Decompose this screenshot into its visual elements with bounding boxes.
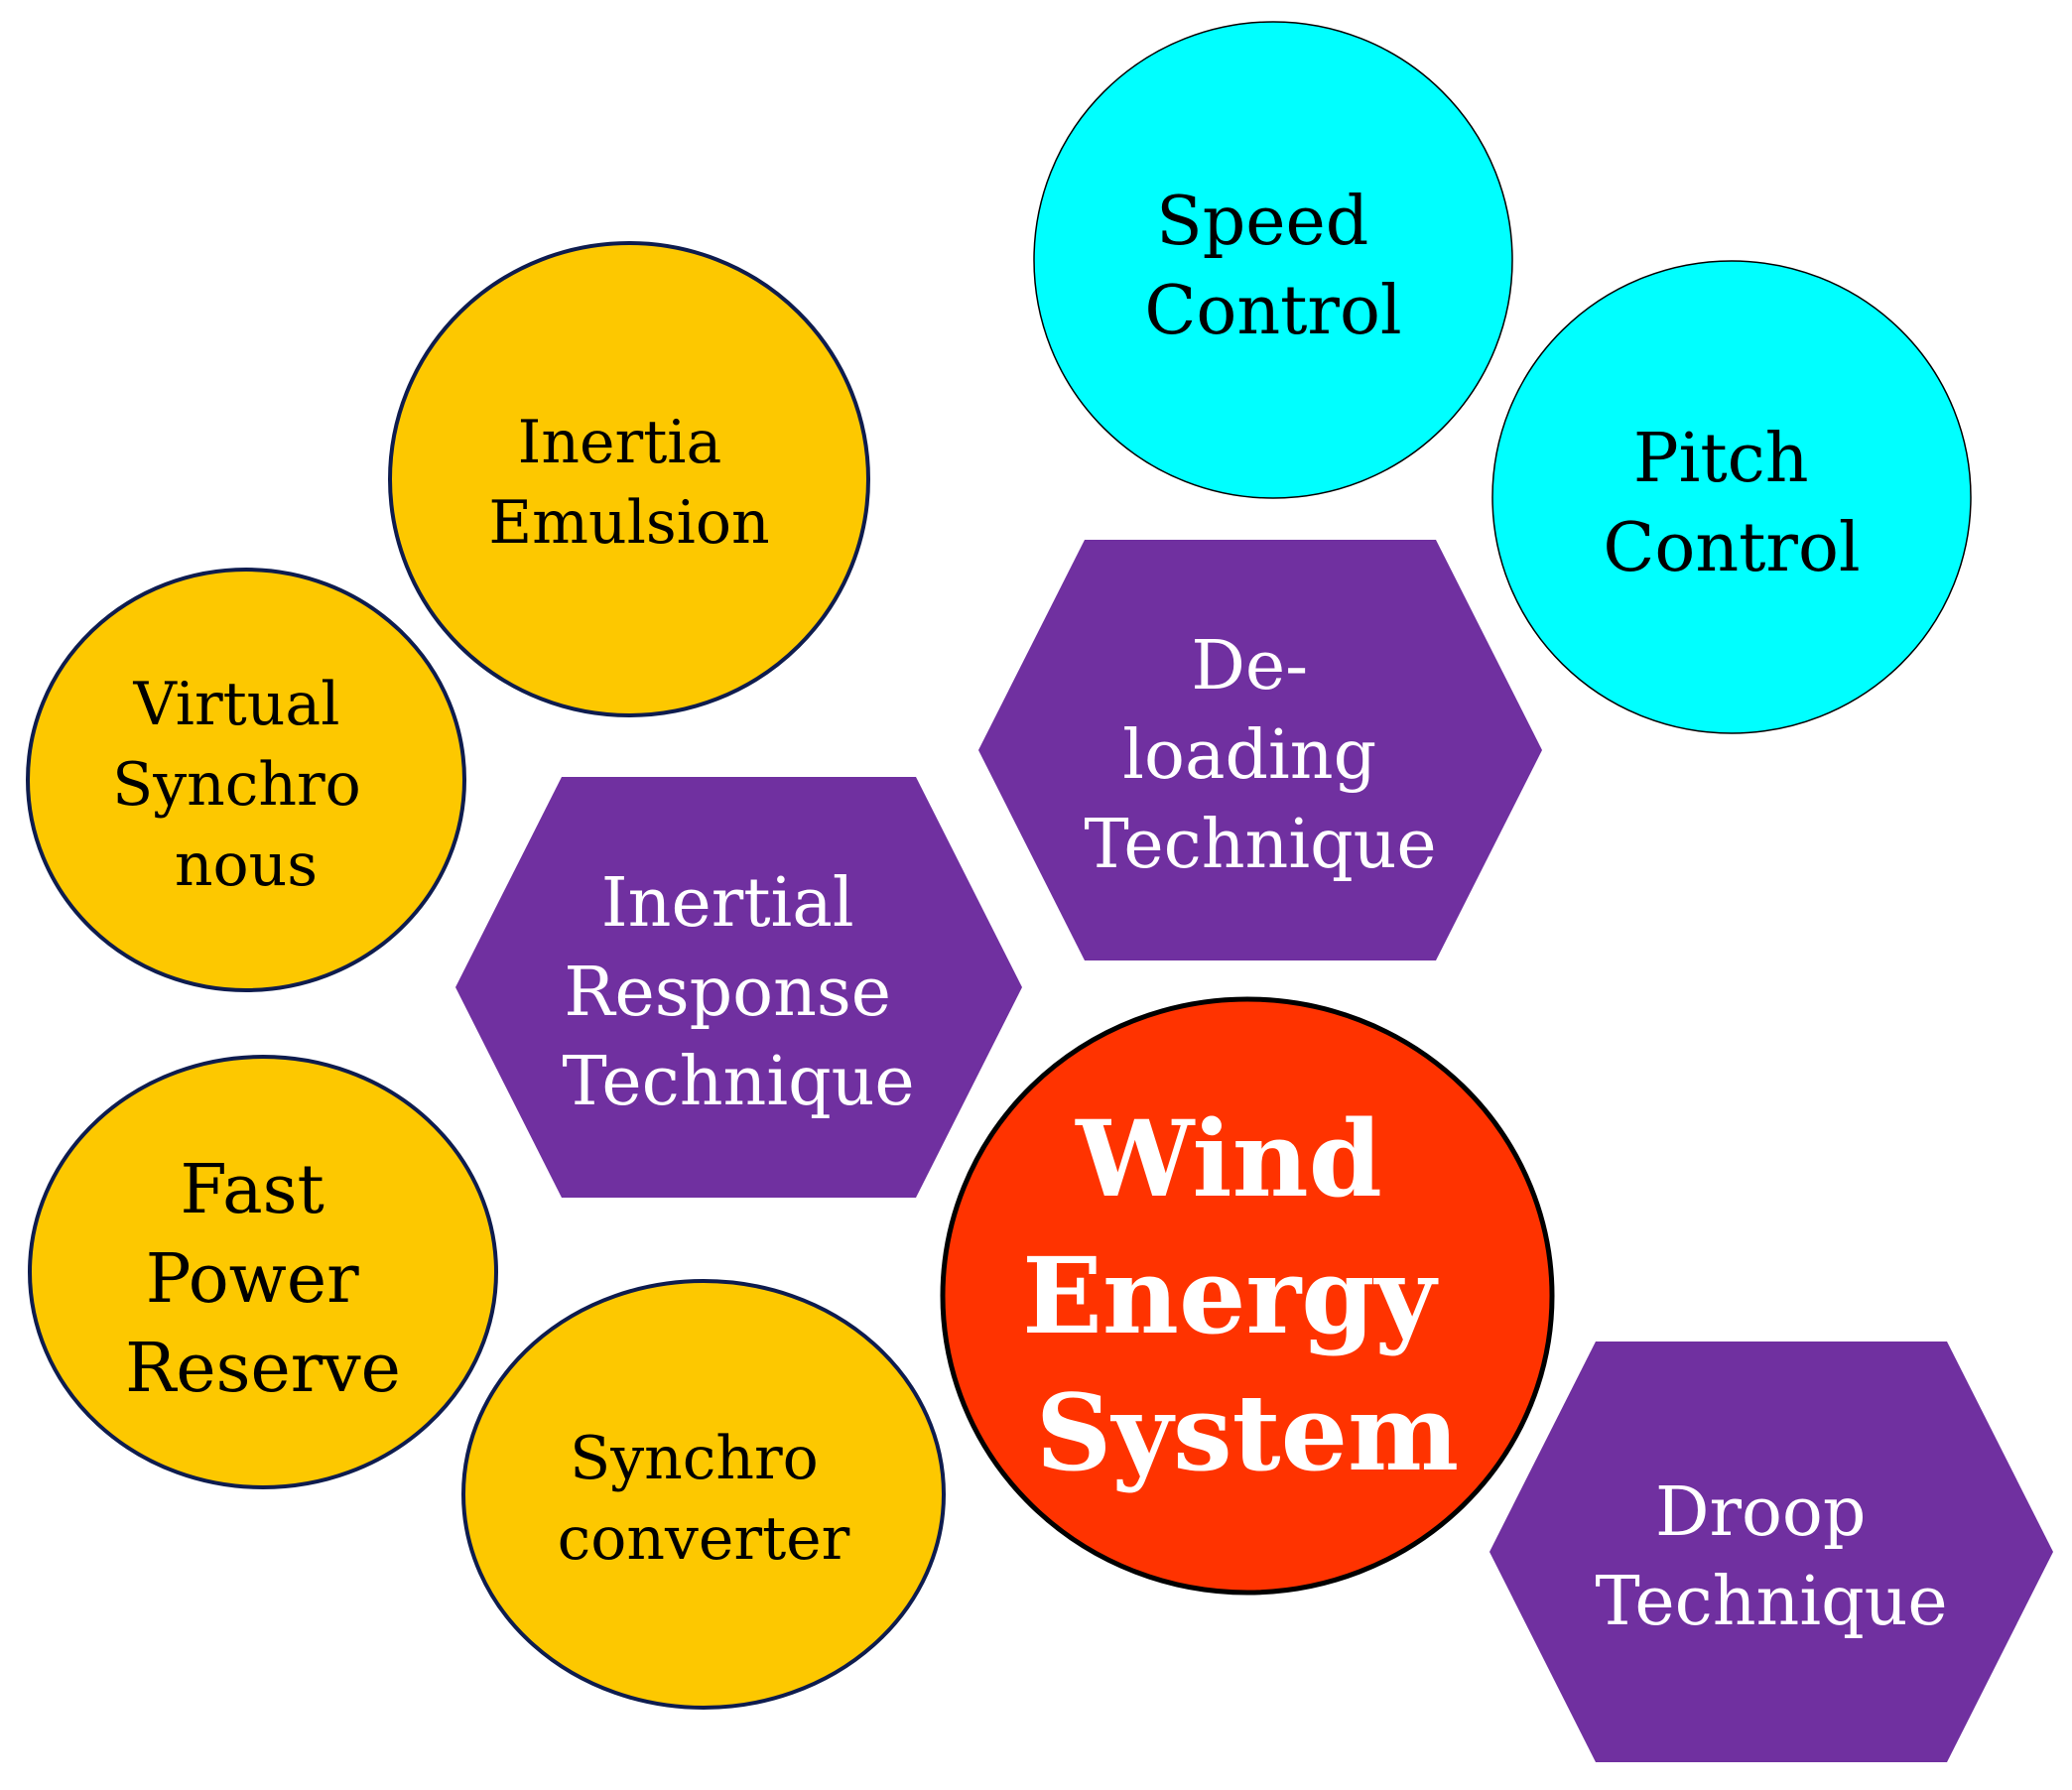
- pitch-control-node: [1491, 260, 1972, 734]
- virtual-synchronous-node: [26, 568, 466, 992]
- droop-technique-label: Droop Technique: [1595, 1473, 1947, 1641]
- fast-power-reserve-label: Fast Power Reserve: [125, 1151, 401, 1408]
- fast-power-reserve-node: [28, 1055, 498, 1489]
- synchroconverter-node: [461, 1279, 946, 1710]
- droop-technique-node: [1489, 1342, 2053, 1762]
- wind-energy-system-node: [940, 996, 1555, 1596]
- speed-control-node: [1033, 21, 1513, 499]
- inertial-response-technique-label: Inertial Response Technique: [562, 864, 914, 1121]
- virtual-synchronous-label: Virtual Synchro nous: [112, 670, 380, 900]
- wind-energy-system-label: Wind Energy System: [1022, 1096, 1473, 1494]
- inertia-emulsion-node: [388, 241, 870, 717]
- inertia-emulsion-label: Inertia Emulsion: [488, 408, 769, 558]
- pitch-control-label: Pitch Control: [1603, 420, 1860, 587]
- inertial-response-technique-node: [455, 777, 1022, 1198]
- speed-control-label: Speed Control: [1144, 183, 1401, 350]
- synchroconverter-label: Synchro converter: [558, 1424, 850, 1574]
- deloading-technique-node: [978, 540, 1542, 960]
- deloading-technique-label: De- loading Technique: [1084, 627, 1436, 884]
